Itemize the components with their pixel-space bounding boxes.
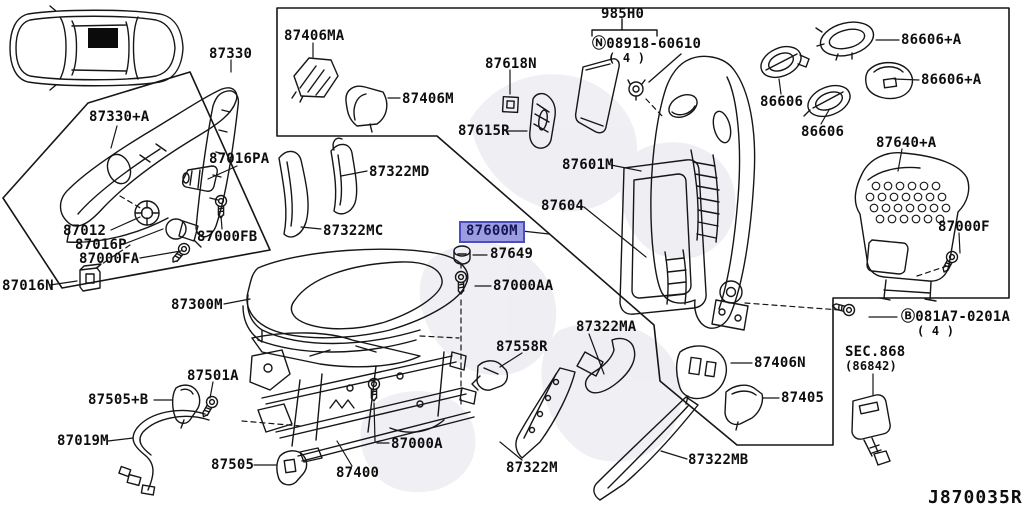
part-label-SEC.868: SEC.868(86842)	[845, 344, 906, 373]
part-label-87322MD: 87322MD	[369, 164, 430, 180]
part-label-sub: ( 4 )	[917, 323, 955, 338]
part-label-87406N: 87406N	[754, 355, 806, 371]
drawing-back-panel	[854, 152, 970, 302]
part-label-87600M[interactable]: 87600M	[459, 221, 525, 243]
drawing-seat-back	[619, 55, 756, 331]
part-label-87322MA: 87322MA	[576, 319, 637, 335]
part-label-87406M: 87406M	[402, 91, 454, 107]
car-top-view-icon	[9, 5, 184, 91]
part-label-87406MA: 87406MA	[284, 28, 345, 44]
part-label-87330+A: 87330+A	[89, 109, 150, 125]
part-label-sub: (86842)	[845, 358, 897, 373]
dashed-leaders	[95, 98, 948, 427]
part-label-87000FA: 87000FA	[79, 251, 140, 267]
part-label-87405: 87405	[781, 390, 825, 406]
part-label-87505+B: 87505+B	[88, 392, 149, 408]
part-label-87601M: 87601M	[562, 157, 614, 173]
watermark	[360, 74, 736, 493]
part-label-985H0: 985H0	[601, 6, 645, 22]
part-label-87618N: 87618N	[485, 56, 537, 72]
leader-lines	[49, 39, 961, 467]
drawing-bolt-and-buckle	[830, 299, 891, 466]
drawing-seat-frame	[249, 332, 477, 463]
part-label-87640+A: 87640+A	[876, 135, 937, 151]
part-label-0891860610: Ⓝ08918-60610( 4 )	[592, 36, 702, 65]
part-label-86606: 86606	[801, 124, 845, 140]
part-label-86606+A: 86606+A	[921, 72, 982, 88]
drawing-back-brackets	[278, 57, 556, 238]
part-label-86606: 86606	[760, 94, 804, 110]
drawing-985h0-bracket	[574, 18, 682, 134]
part-label-081A70201A: Ⓑ081A7-0201A( 4 )	[901, 309, 1011, 338]
part-label-87400: 87400	[336, 465, 380, 481]
part-label-86606+A: 86606+A	[901, 32, 962, 48]
drawing-bottom-covers	[118, 360, 509, 496]
part-label-87012: 87012	[63, 223, 107, 239]
part-label-87016PA: 87016PA	[209, 151, 270, 167]
panel-boxes	[2, 7, 1010, 446]
drawing-seat-cushion	[242, 248, 469, 353]
part-label-87300M: 87300M	[171, 297, 223, 313]
part-label-87615R: 87615R	[458, 123, 510, 139]
part-label-87016P: 87016P	[75, 237, 127, 253]
part-label-87322M: 87322M	[506, 460, 558, 476]
part-label-87019M: 87019M	[57, 433, 109, 449]
part-label-87016N: 87016N	[2, 278, 54, 294]
part-label-87000AA: 87000AA	[493, 278, 554, 294]
part-label-87000A: 87000A	[391, 436, 443, 452]
part-label-87000F: 87000F	[938, 219, 990, 235]
part-label-87649: 87649	[490, 246, 534, 262]
part-label-87322MC: 87322MC	[323, 223, 384, 239]
part-label-87000FB: 87000FB	[197, 229, 258, 245]
part-label-sub: ( 4 )	[608, 50, 646, 65]
part-label-87505: 87505	[211, 457, 255, 473]
part-label-87330: 87330	[209, 46, 253, 62]
part-label-87322MB: 87322MB	[688, 452, 749, 468]
part-label-87604: 87604	[541, 198, 585, 214]
drawing-harness-bezels	[760, 21, 914, 118]
drawing-side-trims	[515, 337, 764, 501]
part-label-87501A: 87501A	[187, 368, 239, 384]
diagram-code: J870035R	[928, 487, 1023, 508]
part-label-87558R: 87558R	[496, 339, 548, 355]
